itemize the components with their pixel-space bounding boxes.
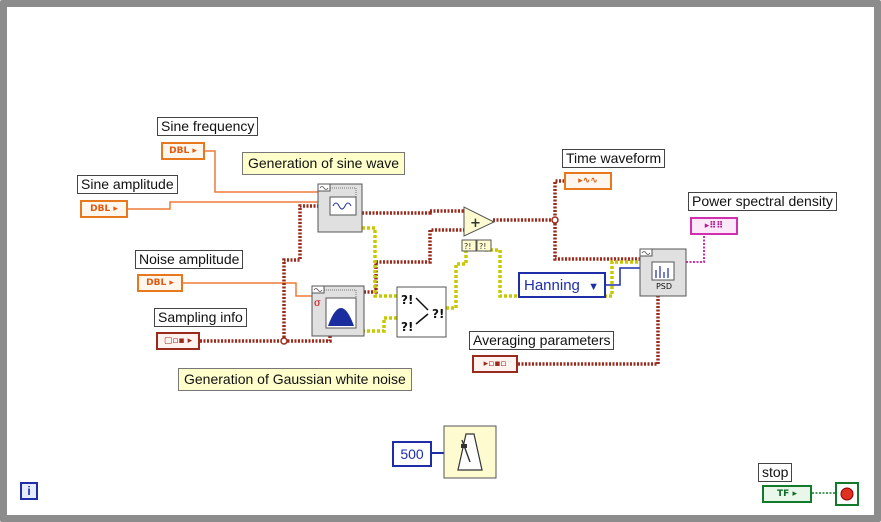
svg-text:?!: ?! [401,293,413,307]
terminal-averaging-parameters[interactable]: ▸▫▪▫ [472,355,518,373]
label-stop: stop [758,463,793,482]
add-node: + ?! ?! [461,206,496,252]
wire-sum-to-psd [553,220,640,261]
terminal-sine-frequency[interactable]: DBL ▸ [161,142,205,160]
svg-text:?!: ?! [432,307,444,321]
tf-text: TF [777,489,790,499]
loop-condition [835,482,859,506]
info-icon[interactable]: i [20,482,38,500]
label-time-waveform: Time waveform [562,149,666,168]
svg-text:?!: ?! [464,242,471,251]
dbl-text: DBL [169,146,190,156]
sine-waveform-vi [317,183,363,233]
wire-window [606,267,640,286]
wire-sine-frequency [205,150,318,193]
terminal-noise-amplitude[interactable]: DBL ▸ [137,274,183,292]
comment-sine-generation: Generation of sine wave [242,152,405,175]
terminal-sampling-info[interactable]: ▢▫▪ ▸ [156,332,200,350]
window-select[interactable]: Hanning ▼ [518,272,606,298]
wire-junction [280,337,288,345]
terminal-time-waveform[interactable]: ▸∿∿ [564,172,612,190]
label-power-spectral-density: Power spectral density [688,192,837,211]
wire-averaging [518,296,660,366]
terminal-stop[interactable]: TF ▸ [762,485,812,503]
svg-text:?!: ?! [401,320,413,334]
wire-noise-out [364,228,464,294]
dbl-text: DBL [90,204,111,214]
svg-text:?!: ?! [479,242,486,251]
terminal-power-spectral-density[interactable]: ▸⠿⠿ [690,217,738,235]
label-sine-frequency: Sine frequency [157,117,259,136]
label-sine-amplitude: Sine amplitude [77,175,178,194]
wait-ms-vi [443,425,497,479]
dbl-text: DBL [146,278,167,288]
label-noise-amplitude: Noise amplitude [135,250,244,269]
label-sampling-info: Sampling info [154,308,247,327]
wait-constant[interactable]: 500 [392,441,432,467]
wire-noise-amplitude [183,282,312,297]
window-select-value: Hanning [524,277,580,294]
psd-vi-label: PSD [655,282,673,291]
wire-sine-out [362,209,464,215]
merge-errors-vi: ?! ?! ?! [396,286,447,338]
psd-vi [639,248,687,297]
wire-sum-out [493,179,567,222]
comment-noise-generation: Generation of Gaussian white noise [178,368,412,391]
gaussian-noise-vi: σ [311,285,365,337]
chevron-down-icon: ▼ [588,281,599,293]
svg-text:σ: σ [314,298,321,309]
label-averaging-parameters: Averaging parameters [469,331,615,350]
svg-text:+: + [470,216,481,231]
wire-sine-amplitude [128,201,318,210]
wire-psd-out [686,226,705,263]
terminal-sine-amplitude[interactable]: DBL ▸ [80,200,128,218]
